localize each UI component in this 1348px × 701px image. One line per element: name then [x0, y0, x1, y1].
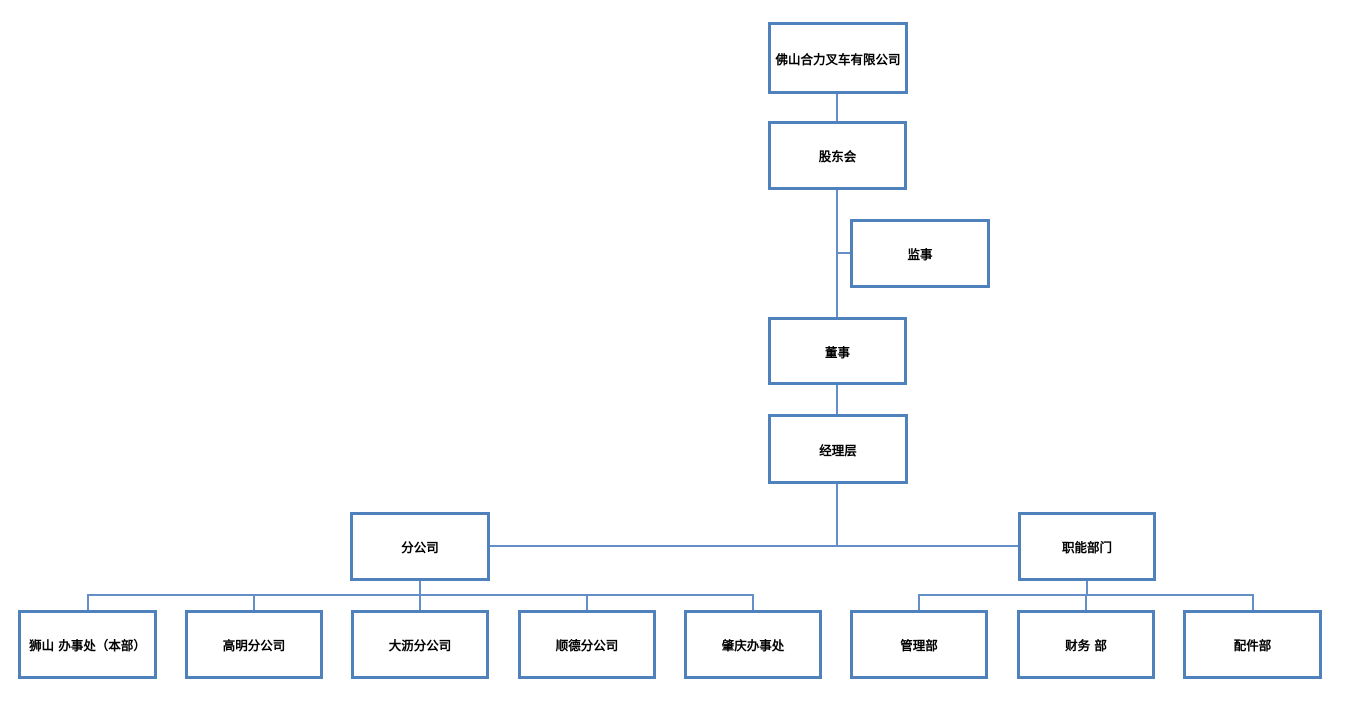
connector-stub-management-dept	[918, 596, 920, 610]
org-node-shareholders-label: 股东会	[818, 149, 857, 164]
org-node-parts-dept-label: 配件部	[1233, 638, 1272, 653]
org-node-dali-branch-label: 大沥分公司	[388, 638, 452, 653]
connector-branches-down	[419, 581, 421, 595]
connector-company-shareholders	[836, 94, 838, 121]
org-node-gaoming-branch-label: 高明分公司	[222, 638, 286, 653]
connector-stub-parts-dept	[1252, 596, 1254, 610]
org-node-management: 经理层	[768, 414, 908, 484]
connector-stub-shishan	[87, 596, 89, 610]
connector-branches-children-bus	[87, 594, 754, 596]
org-node-management-dept-label: 管理部	[900, 638, 938, 653]
connector-stub-zhaoqing	[752, 596, 754, 610]
org-node-parts-dept: 配件部	[1183, 610, 1322, 679]
connector-management-branches-functional	[490, 545, 1018, 547]
org-node-supervisor: 监事	[850, 219, 990, 288]
org-node-zhaoqing-office-label: 肇庆办事处	[721, 638, 785, 653]
connector-functional-children-bus	[918, 594, 1254, 596]
org-node-branches-label: 分公司	[401, 540, 439, 555]
org-node-management-label: 经理层	[819, 442, 857, 458]
org-node-gaoming-branch: 高明分公司	[185, 610, 323, 679]
connector-director-management	[836, 385, 838, 414]
org-node-functional-depts: 职能部门	[1018, 512, 1156, 581]
org-node-company: 佛山合力叉车有限公司	[768, 22, 908, 94]
org-node-management-dept: 管理部	[850, 610, 988, 679]
org-node-director: 董事	[768, 317, 907, 385]
org-node-finance-dept: 财务 部	[1017, 610, 1155, 679]
connector-stub-dali	[419, 596, 421, 610]
org-node-functional-depts-label: 职能部门	[1061, 540, 1112, 555]
connector-stub-shunde	[586, 596, 588, 610]
org-node-shishan-office-label: 狮山 办事处（本部）	[29, 638, 146, 653]
org-node-shareholders: 股东会	[768, 121, 907, 190]
connector-management-down	[836, 484, 838, 546]
org-node-zhaoqing-office: 肇庆办事处	[684, 610, 822, 679]
connector-stub-finance-dept	[1085, 596, 1087, 610]
connector-supervisor-stub	[836, 252, 850, 254]
connector-stub-gaoming	[253, 596, 255, 610]
org-node-supervisor-label: 监事	[907, 247, 933, 262]
connector-functional-down	[1086, 581, 1088, 595]
org-node-shunde-branch-label: 顺德分公司	[555, 638, 619, 653]
org-node-director-label: 董事	[824, 344, 850, 360]
org-node-finance-dept-label: 财务 部	[1065, 638, 1107, 653]
org-node-branches: 分公司	[350, 512, 490, 581]
org-node-company-label: 佛山合力叉车有限公司	[775, 51, 901, 67]
org-node-dali-branch: 大沥分公司	[351, 610, 489, 679]
org-node-shishan-office: 狮山 办事处（本部）	[18, 610, 157, 679]
org-node-shunde-branch: 顺德分公司	[518, 610, 656, 679]
